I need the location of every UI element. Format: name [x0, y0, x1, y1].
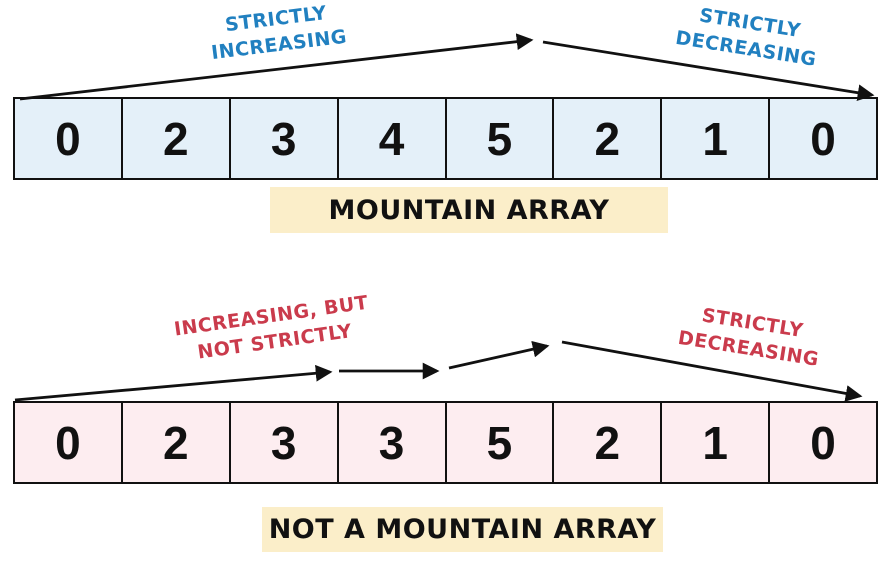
array-cell: 2 [123, 99, 231, 178]
array-cell: 2 [123, 403, 231, 482]
top-decreasing-arrow [542, 40, 875, 102]
top-increasing-arrow [19, 33, 534, 101]
not-mountain-array-caption: NOT A MOUNTAIN ARRAY [262, 507, 663, 552]
array-cell: 3 [339, 403, 447, 482]
array-cell: 5 [447, 403, 555, 482]
bottom-decreasing-arrow [561, 340, 863, 402]
bottom-rising-arrow [448, 340, 550, 370]
array-cell: 2 [554, 403, 663, 482]
array-cell: 2 [554, 99, 663, 178]
bottom-increasing-arrow [14, 364, 333, 402]
array-cell: 3 [231, 99, 339, 178]
mountain-array-caption: MOUNTAIN ARRAY [270, 187, 668, 233]
array-cell: 0 [15, 403, 123, 482]
array-cell: 0 [810, 416, 836, 469]
array-cell: 5 [447, 99, 555, 178]
array-cell: 3 [231, 403, 339, 482]
array-cell: 0 [810, 112, 836, 165]
array-cell: 1 [662, 403, 771, 482]
array-cell: 4 [339, 99, 447, 178]
array-cell: 0 [15, 99, 123, 178]
array-cell: 1 [662, 99, 771, 178]
